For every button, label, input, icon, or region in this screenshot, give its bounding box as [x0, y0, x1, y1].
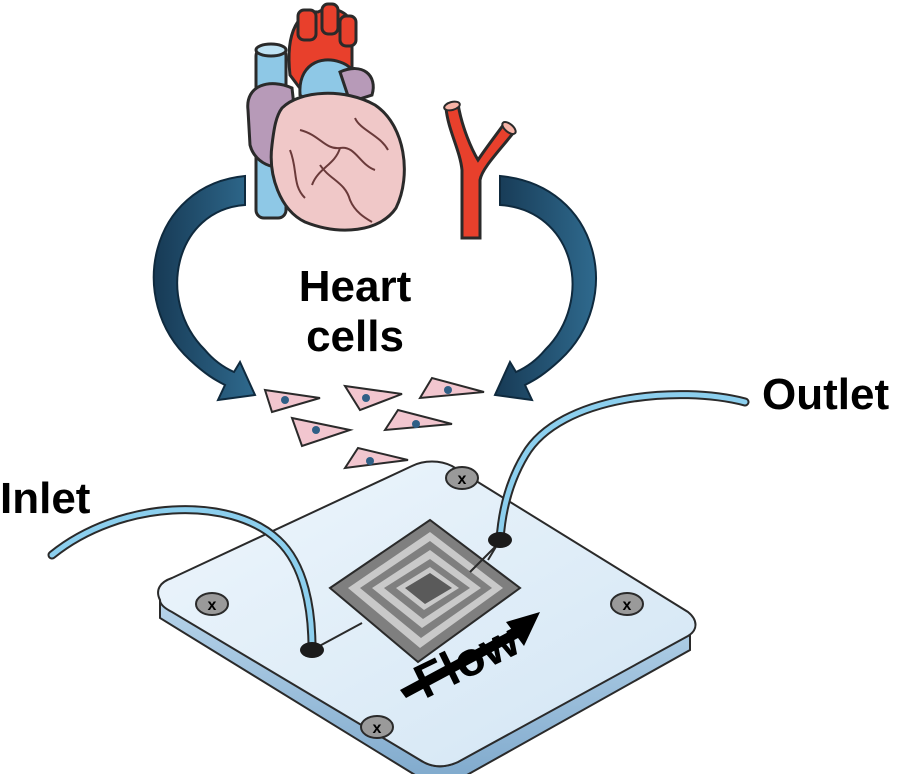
- screw-icon-bottom: x: [360, 715, 394, 739]
- blood-vessel-icon: [443, 100, 517, 240]
- svg-text:x: x: [373, 720, 382, 737]
- cells-group: [263, 376, 485, 470]
- heart-cells-label: Heart cells: [250, 262, 460, 362]
- inlet-label: Inlet: [0, 474, 91, 523]
- curved-arrow-icon-right: [493, 174, 597, 402]
- screw-icon-top: x: [445, 466, 479, 490]
- screw-icon-left: x: [195, 592, 229, 616]
- flow-arrow-icon: [400, 612, 540, 698]
- outlet-tube: [495, 390, 750, 545]
- cell-icon: [290, 416, 354, 448]
- sensor-pattern: [328, 518, 522, 664]
- cell-icon: [383, 408, 453, 432]
- cell-icon: [418, 376, 485, 400]
- svg-text:x: x: [623, 597, 632, 614]
- screw-icon-right: x: [610, 592, 644, 616]
- cell-icon: [342, 446, 409, 470]
- cell-icon: [343, 384, 403, 412]
- svg-text:x: x: [208, 597, 217, 614]
- svg-text:x: x: [458, 471, 467, 488]
- inlet-port: [300, 642, 324, 658]
- heart-icon: [246, 2, 406, 232]
- cell-icon: [263, 388, 321, 414]
- inlet-tube: [47, 505, 317, 653]
- heart-cells-label-line2: cells: [306, 312, 404, 361]
- curved-arrow-icon-left: [152, 174, 257, 402]
- outlet-label: Outlet: [762, 370, 890, 419]
- outlet-port: [488, 532, 512, 548]
- heart-cells-label-line1: Heart: [298, 262, 412, 311]
